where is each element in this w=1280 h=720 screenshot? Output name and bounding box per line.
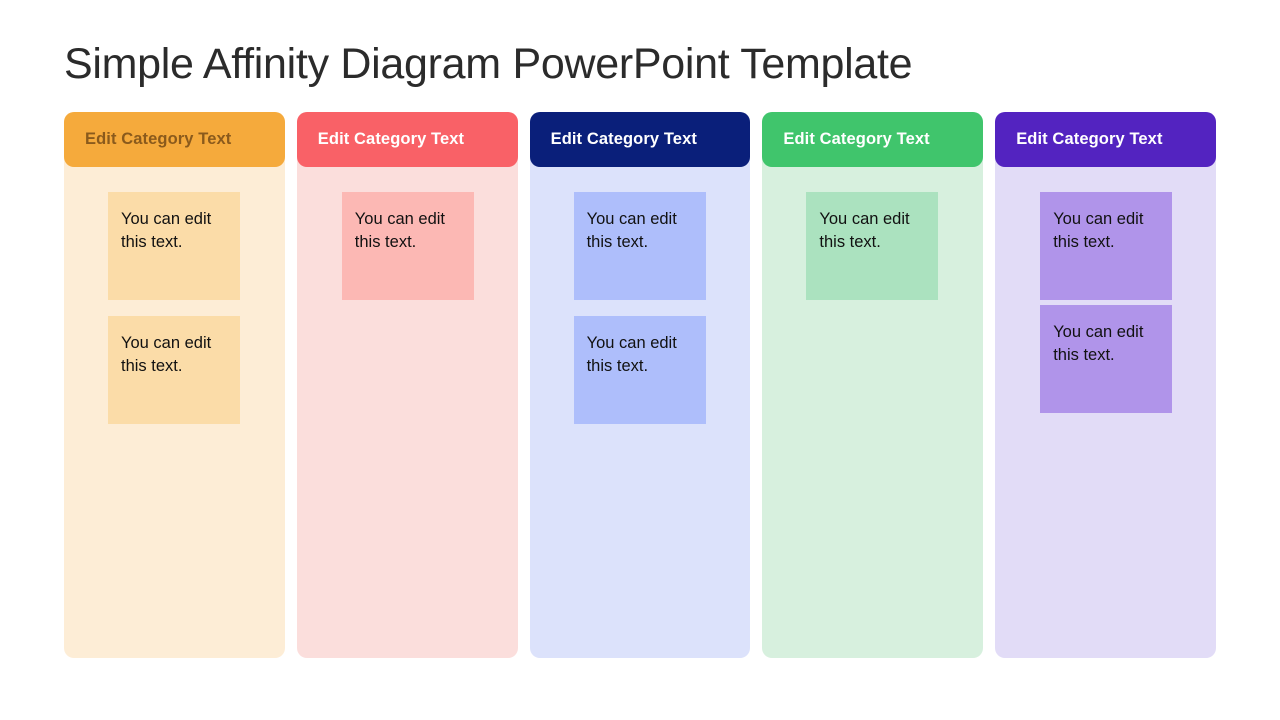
sticky-note-text: You can edit this text.	[354, 210, 446, 252]
category-header-label: Edit Category Text	[783, 130, 930, 148]
sticky-note[interactable]: You can edit this text.	[341, 192, 474, 300]
sticky-note[interactable]: You can edit this text.	[806, 192, 939, 300]
affinity-column-1: You can edit this text. You can edit this…	[64, 112, 285, 658]
sticky-note-text: You can edit this text.	[121, 334, 212, 376]
sticky-note[interactable]: You can edit this text.	[573, 316, 706, 424]
category-header-label: Edit Category Text	[550, 130, 697, 148]
note-list-1: You can edit this text. You can edit this…	[64, 167, 285, 658]
note-list-5: You can edit this text. You can edit this…	[995, 167, 1216, 658]
category-header-label: Edit Category Text	[85, 130, 232, 148]
sticky-note-text: You can edit this text.	[1053, 210, 1144, 252]
sticky-note[interactable]: You can edit this text.	[108, 316, 240, 424]
note-list-3: You can edit this text. You can edit this…	[530, 167, 751, 658]
affinity-column-2: You can edit this text. Edit Category Tex…	[296, 112, 518, 658]
note-list-2: You can edit this text.	[297, 167, 518, 658]
category-header-2[interactable]: Edit Category Text	[296, 112, 518, 167]
sticky-note-text: You can edit this text.	[121, 210, 212, 252]
affinity-column-3: You can edit this text. You can edit this…	[529, 112, 751, 658]
sticky-note-text: You can edit this text.	[819, 210, 910, 252]
sticky-note-text: You can edit this text.	[1053, 323, 1144, 365]
note-list-4: You can edit this text.	[762, 167, 983, 658]
category-header-4[interactable]: Edit Category Text	[762, 112, 984, 167]
sticky-note[interactable]: You can edit this text.	[1040, 192, 1173, 300]
sticky-note[interactable]: You can edit this text.	[573, 192, 706, 300]
category-header-1[interactable]: Edit Category Text	[64, 112, 285, 167]
affinity-column-4: You can edit this text. Edit Category Tex…	[762, 112, 984, 658]
affinity-column-5: You can edit this text. You can edit this…	[995, 112, 1216, 658]
category-header-3[interactable]: Edit Category Text	[529, 112, 751, 167]
category-header-5[interactable]: Edit Category Text	[995, 112, 1216, 167]
sticky-note-text: You can edit this text.	[586, 210, 677, 252]
category-header-label: Edit Category Text	[1016, 130, 1163, 148]
category-header-label: Edit Category Text	[317, 130, 465, 148]
affinity-columns: You can edit this text.You can edit this…	[64, 112, 1216, 658]
sticky-note[interactable]: You can edit this text.	[1040, 305, 1173, 413]
sticky-note[interactable]: You can edit this text.	[108, 192, 240, 300]
sticky-note-text: You can edit this text.	[586, 334, 677, 376]
page-title: Simple Affinity Diagram PowerPoint Templ…	[64, 40, 913, 88]
